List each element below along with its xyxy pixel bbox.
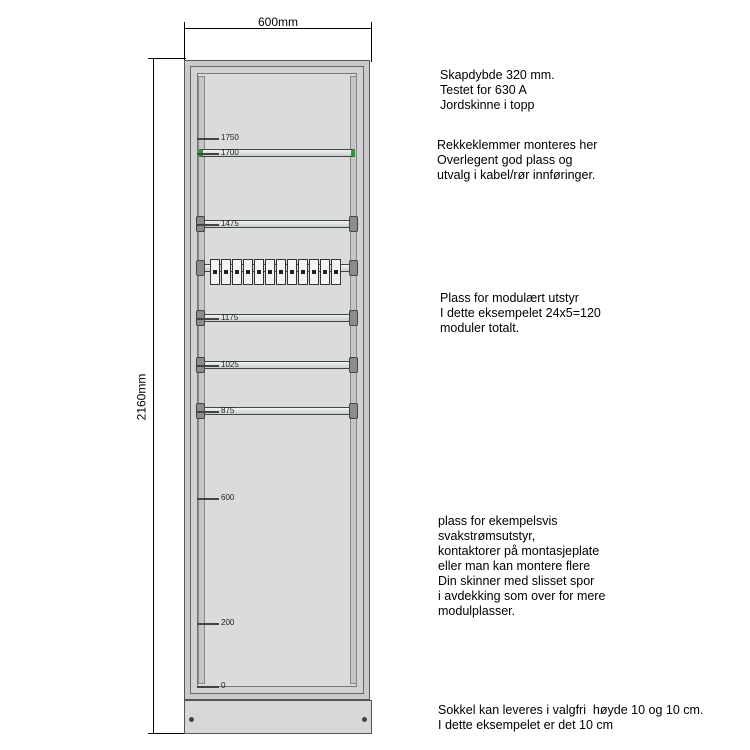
note-plinth: Sokkel kan leveres i valgfri høyde 10 og…: [438, 703, 704, 732]
circuit-breaker: [254, 259, 264, 285]
height-ext-bottom: [148, 733, 186, 734]
scale-tick: [197, 623, 219, 625]
circuit-breaker: [298, 259, 308, 285]
height-dimension-label: 2160mm: [134, 373, 149, 421]
rail-bracket: [196, 260, 205, 276]
scale-label-1750: 1750: [221, 133, 239, 142]
screw-icon: [362, 717, 367, 722]
scale-tick: [197, 365, 219, 367]
height-dimension-line: [153, 58, 154, 734]
scale-tick: [197, 318, 219, 320]
scale-label-1700: 1700: [221, 148, 239, 157]
width-dimension-label: 600mm: [258, 15, 299, 29]
left-upright: [198, 76, 205, 684]
rail-bracket: [349, 403, 358, 419]
rail-bracket: [349, 357, 358, 373]
circuit-breaker: [243, 259, 253, 285]
note-low-current-equipment: plass for ekempelsvis svakstrømsutstyr, …: [438, 514, 606, 618]
scale-label-1475: 1475: [221, 219, 239, 228]
circuit-breaker: [309, 259, 319, 285]
circuit-breaker: [276, 259, 286, 285]
circuit-breaker: [287, 259, 297, 285]
scale-tick: [197, 498, 219, 500]
scale-tick: [197, 224, 219, 226]
circuit-breaker: [320, 259, 330, 285]
height-ext-top: [148, 58, 186, 59]
scale-tick: [197, 686, 219, 688]
width-dimension-line: [184, 28, 372, 29]
scale-label-600: 600: [221, 493, 235, 502]
circuit-breaker: [221, 259, 231, 285]
scale-label-200: 200: [221, 618, 235, 627]
rail-bracket: [349, 310, 358, 326]
scale-label-1025: 1025: [221, 360, 239, 369]
width-ext-left: [184, 22, 185, 62]
circuit-breaker: [331, 259, 341, 285]
plinth: [184, 700, 372, 734]
scale-tick: [197, 138, 219, 140]
note-cabinet-specs: Skapdybde 320 mm. Testet for 630 A Jords…: [440, 68, 555, 112]
scale-label-0: 0: [221, 681, 226, 690]
right-upright: [350, 76, 357, 684]
note-terminal-blocks: Rekkeklemmer monteres her Overlegent god…: [437, 138, 598, 182]
circuit-breaker: [232, 259, 242, 285]
scale-tick: [197, 153, 219, 155]
circuit-breaker: [265, 259, 275, 285]
scale-label-1175: 1175: [221, 313, 239, 322]
scale-label-875: 875: [221, 406, 235, 415]
note-modular-equipment: Plass for modulært utstyr I dette eksemp…: [440, 291, 601, 335]
screw-icon: [189, 717, 194, 722]
circuit-breaker: [210, 259, 220, 285]
rail-bracket: [349, 216, 358, 232]
rail-bracket: [349, 260, 358, 276]
mounting-plate: [197, 73, 357, 687]
width-ext-right: [371, 22, 372, 62]
scale-tick: [197, 411, 219, 413]
